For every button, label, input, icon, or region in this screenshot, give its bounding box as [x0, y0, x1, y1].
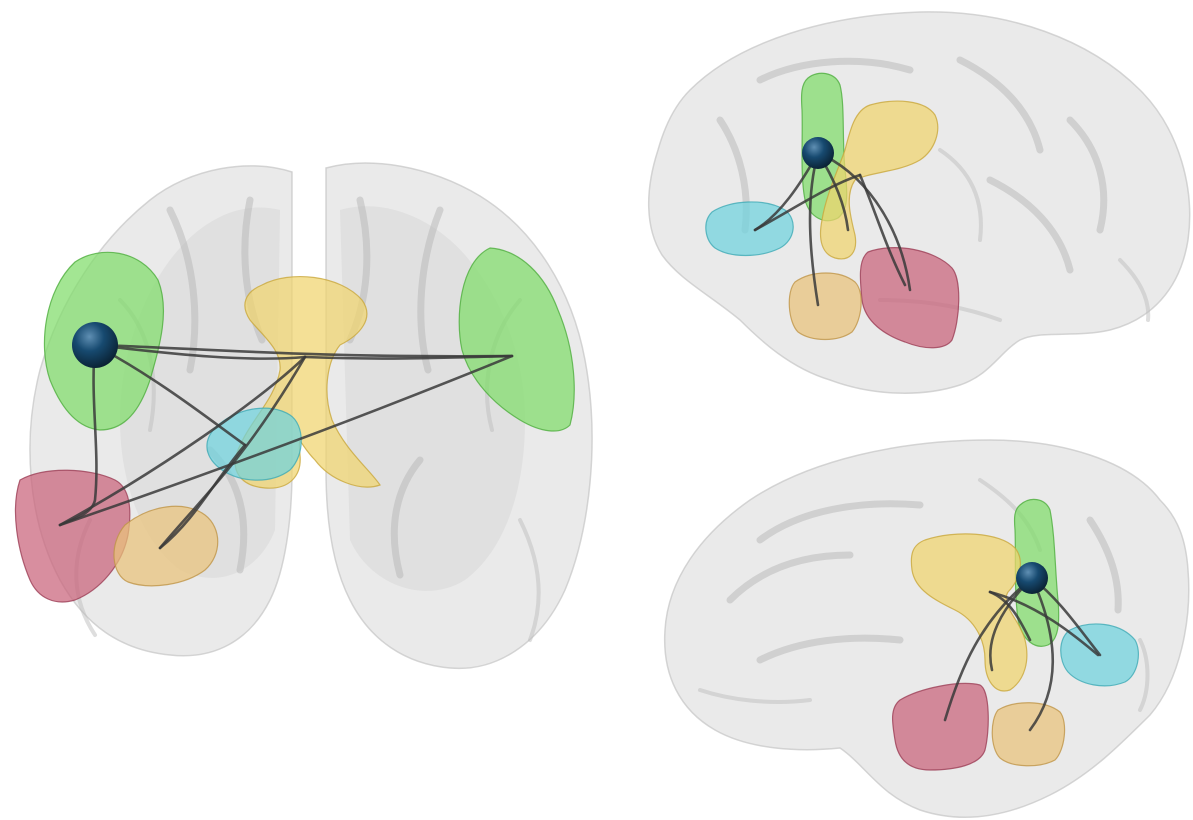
region-tan [789, 273, 861, 340]
region-pink [893, 683, 989, 770]
seed-sphere [72, 322, 118, 368]
seed-sphere [1016, 562, 1048, 594]
region-tan [992, 703, 1064, 766]
seed-sphere [802, 137, 834, 169]
